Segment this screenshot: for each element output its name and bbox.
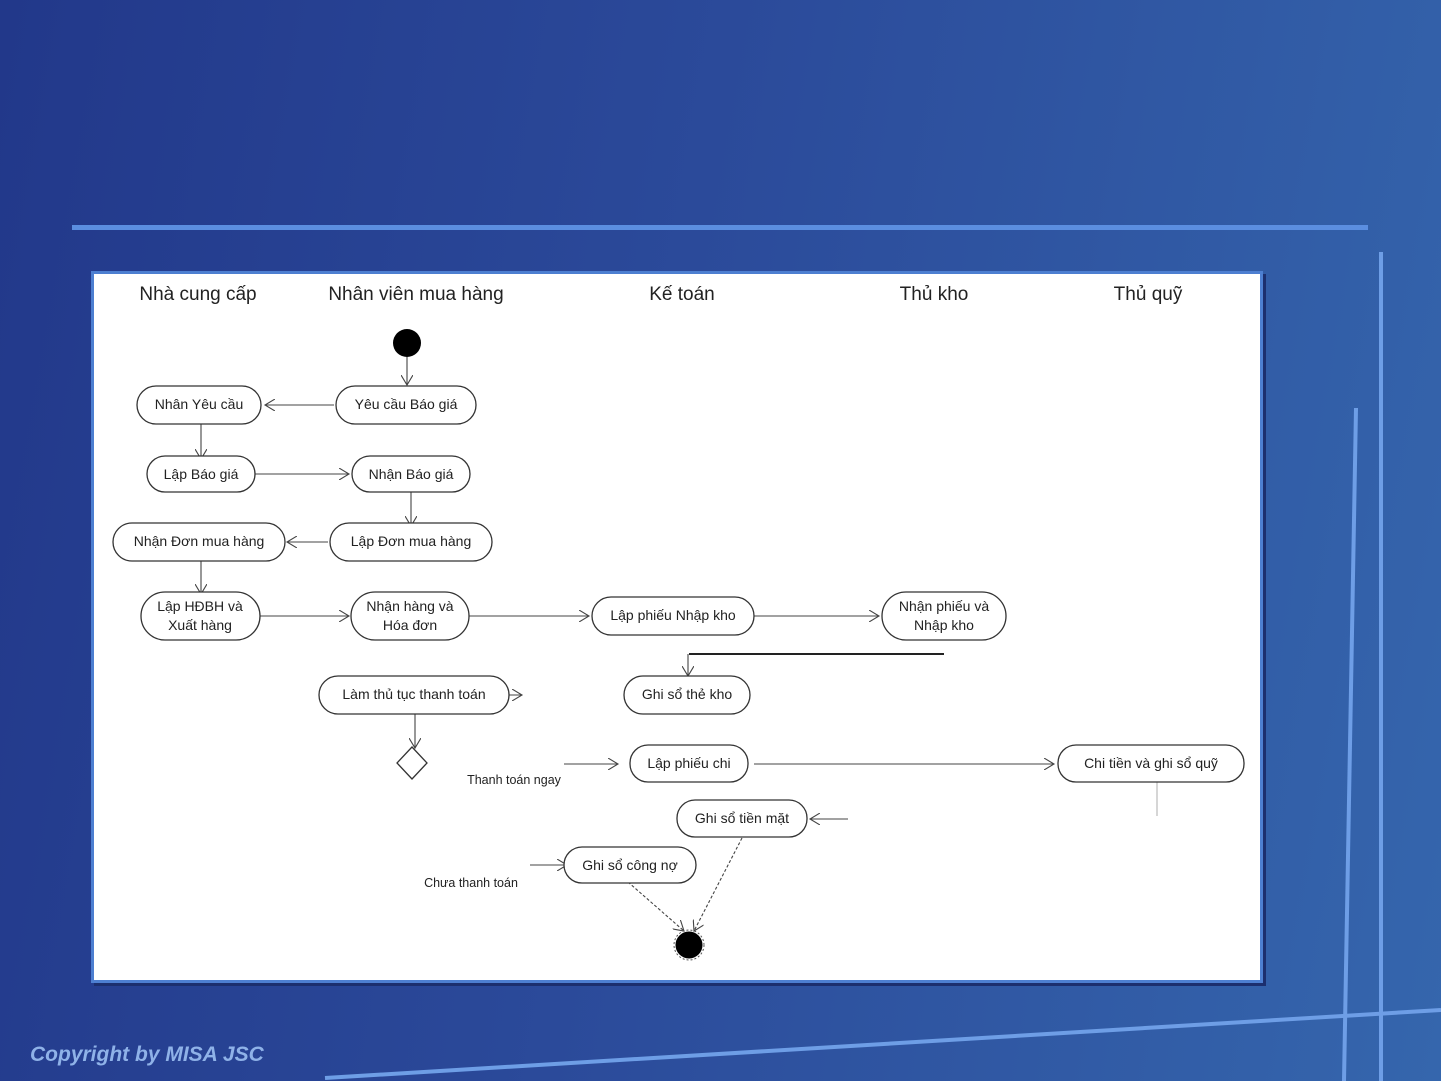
- svg-text:Lập Đơn mua hàng: Lập Đơn mua hàng: [351, 533, 471, 549]
- svg-text:Ghi sổ thẻ kho: Ghi sổ thẻ kho: [642, 686, 732, 702]
- lane-thu-kho: Thủ kho: [900, 284, 969, 305]
- activity-ghi-so-tien-mat: Ghi sổ tiền mặt: [676, 799, 808, 838]
- svg-text:Xuất hàng: Xuất hàng: [168, 617, 232, 633]
- svg-text:Nhận Báo giá: Nhận Báo giá: [369, 466, 454, 482]
- end-node: [675, 931, 703, 959]
- copyright-footer: Copyright by MISA JSC: [30, 1043, 264, 1066]
- activity-nhan-bao-gia: Nhận Báo giá: [351, 455, 471, 493]
- svg-text:Nhận hàng và: Nhận hàng và: [366, 598, 453, 614]
- svg-text:Ghi sổ công nợ: Ghi sổ công nợ: [582, 857, 678, 873]
- lane-thu-quy: Thủ quỹ: [1114, 284, 1183, 305]
- diagram-frame: Nhà cung cấp Nhân viên mua hàng Kế toán …: [91, 271, 1263, 983]
- activity-lap-hdbh-xuat-hang: Lập HĐBH và Xuất hàng: [140, 591, 261, 641]
- svg-text:Nhân Yêu cầu: Nhân Yêu cầu: [155, 396, 243, 412]
- svg-text:Lập phiếu chi: Lập phiếu chi: [647, 755, 730, 771]
- title-underline: [72, 225, 1368, 230]
- svg-text:Hóa đơn: Hóa đơn: [383, 617, 437, 633]
- activity-nhan-hang-hoa-don: Nhận hàng và Hóa đơn: [350, 591, 470, 641]
- activity-lap-don-mua-hang: Lập Đơn mua hàng: [329, 522, 493, 562]
- activity-nhan-phieu-nhap-kho: Nhận phiếu và Nhập kho: [881, 591, 1007, 641]
- svg-text:Nhập kho: Nhập kho: [914, 617, 974, 633]
- decision-node: [396, 746, 428, 780]
- activity-chi-tien-ghi-so-quy: Chi tiền và ghi sổ quỹ: [1057, 744, 1245, 783]
- guard-thanh-toan-ngay: Thanh toán ngay: [467, 773, 562, 787]
- svg-text:Lập HĐBH và: Lập HĐBH và: [157, 598, 243, 614]
- activity-ghi-so-cong-no: Ghi sổ công nợ: [563, 846, 697, 884]
- svg-text:Nhận phiếu và: Nhận phiếu và: [899, 598, 990, 614]
- activity-lap-phieu-chi: Lập phiếu chi: [629, 744, 749, 783]
- svg-text:Ghi sổ tiền mặt: Ghi sổ tiền mặt: [695, 810, 789, 826]
- lane-ke-toan: Kế toán: [649, 284, 715, 305]
- edge-cong-no-to-end: [627, 881, 684, 931]
- svg-text:Lập Báo giá: Lập Báo giá: [164, 466, 239, 482]
- decor-vertical-line: [1342, 407, 1358, 1081]
- activity-diagram: Nhà cung cấp Nhân viên mua hàng Kế toán …: [112, 284, 1245, 961]
- guard-chua-thanh-toan: Chưa thanh toán: [424, 876, 518, 890]
- svg-text:Nhận Đơn mua hàng: Nhận Đơn mua hàng: [134, 533, 265, 549]
- edge-tien-mat-to-end: [694, 837, 743, 931]
- activity-lap-phieu-nhap-kho: Lập phiếu Nhập kho: [591, 596, 755, 636]
- activity-nhan-don-mua-hang: Nhận Đơn mua hàng: [112, 522, 286, 562]
- activity-lap-bao-gia: Lập Báo giá: [146, 455, 256, 493]
- lane-nha-cung-cap: Nhà cung cấp: [139, 284, 256, 305]
- activity-nhan-yeu-cau: Nhân Yêu cầu: [136, 385, 262, 425]
- svg-text:Lập phiếu Nhập kho: Lập phiếu Nhập kho: [610, 607, 736, 623]
- start-node: [393, 329, 421, 357]
- activity-yeu-cau-bao-gia: Yêu cầu Báo giá: [335, 385, 477, 425]
- activity-ghi-so-the-kho: Ghi sổ thẻ kho: [623, 675, 751, 715]
- activity-lam-thu-tuc-thanh-toan: Làm thủ tục thanh toán: [318, 675, 510, 715]
- svg-text:Làm thủ tục thanh toán: Làm thủ tục thanh toán: [342, 686, 485, 702]
- svg-text:Yêu cầu Báo giá: Yêu cầu Báo giá: [355, 396, 458, 412]
- svg-text:Chi tiền và ghi sổ quỹ: Chi tiền và ghi sổ quỹ: [1084, 755, 1218, 771]
- end-node-ring: [673, 929, 705, 961]
- decor-diagonal-line: [324, 1008, 1441, 1080]
- lane-nhan-vien-mua-hang: Nhân viên mua hàng: [328, 284, 503, 305]
